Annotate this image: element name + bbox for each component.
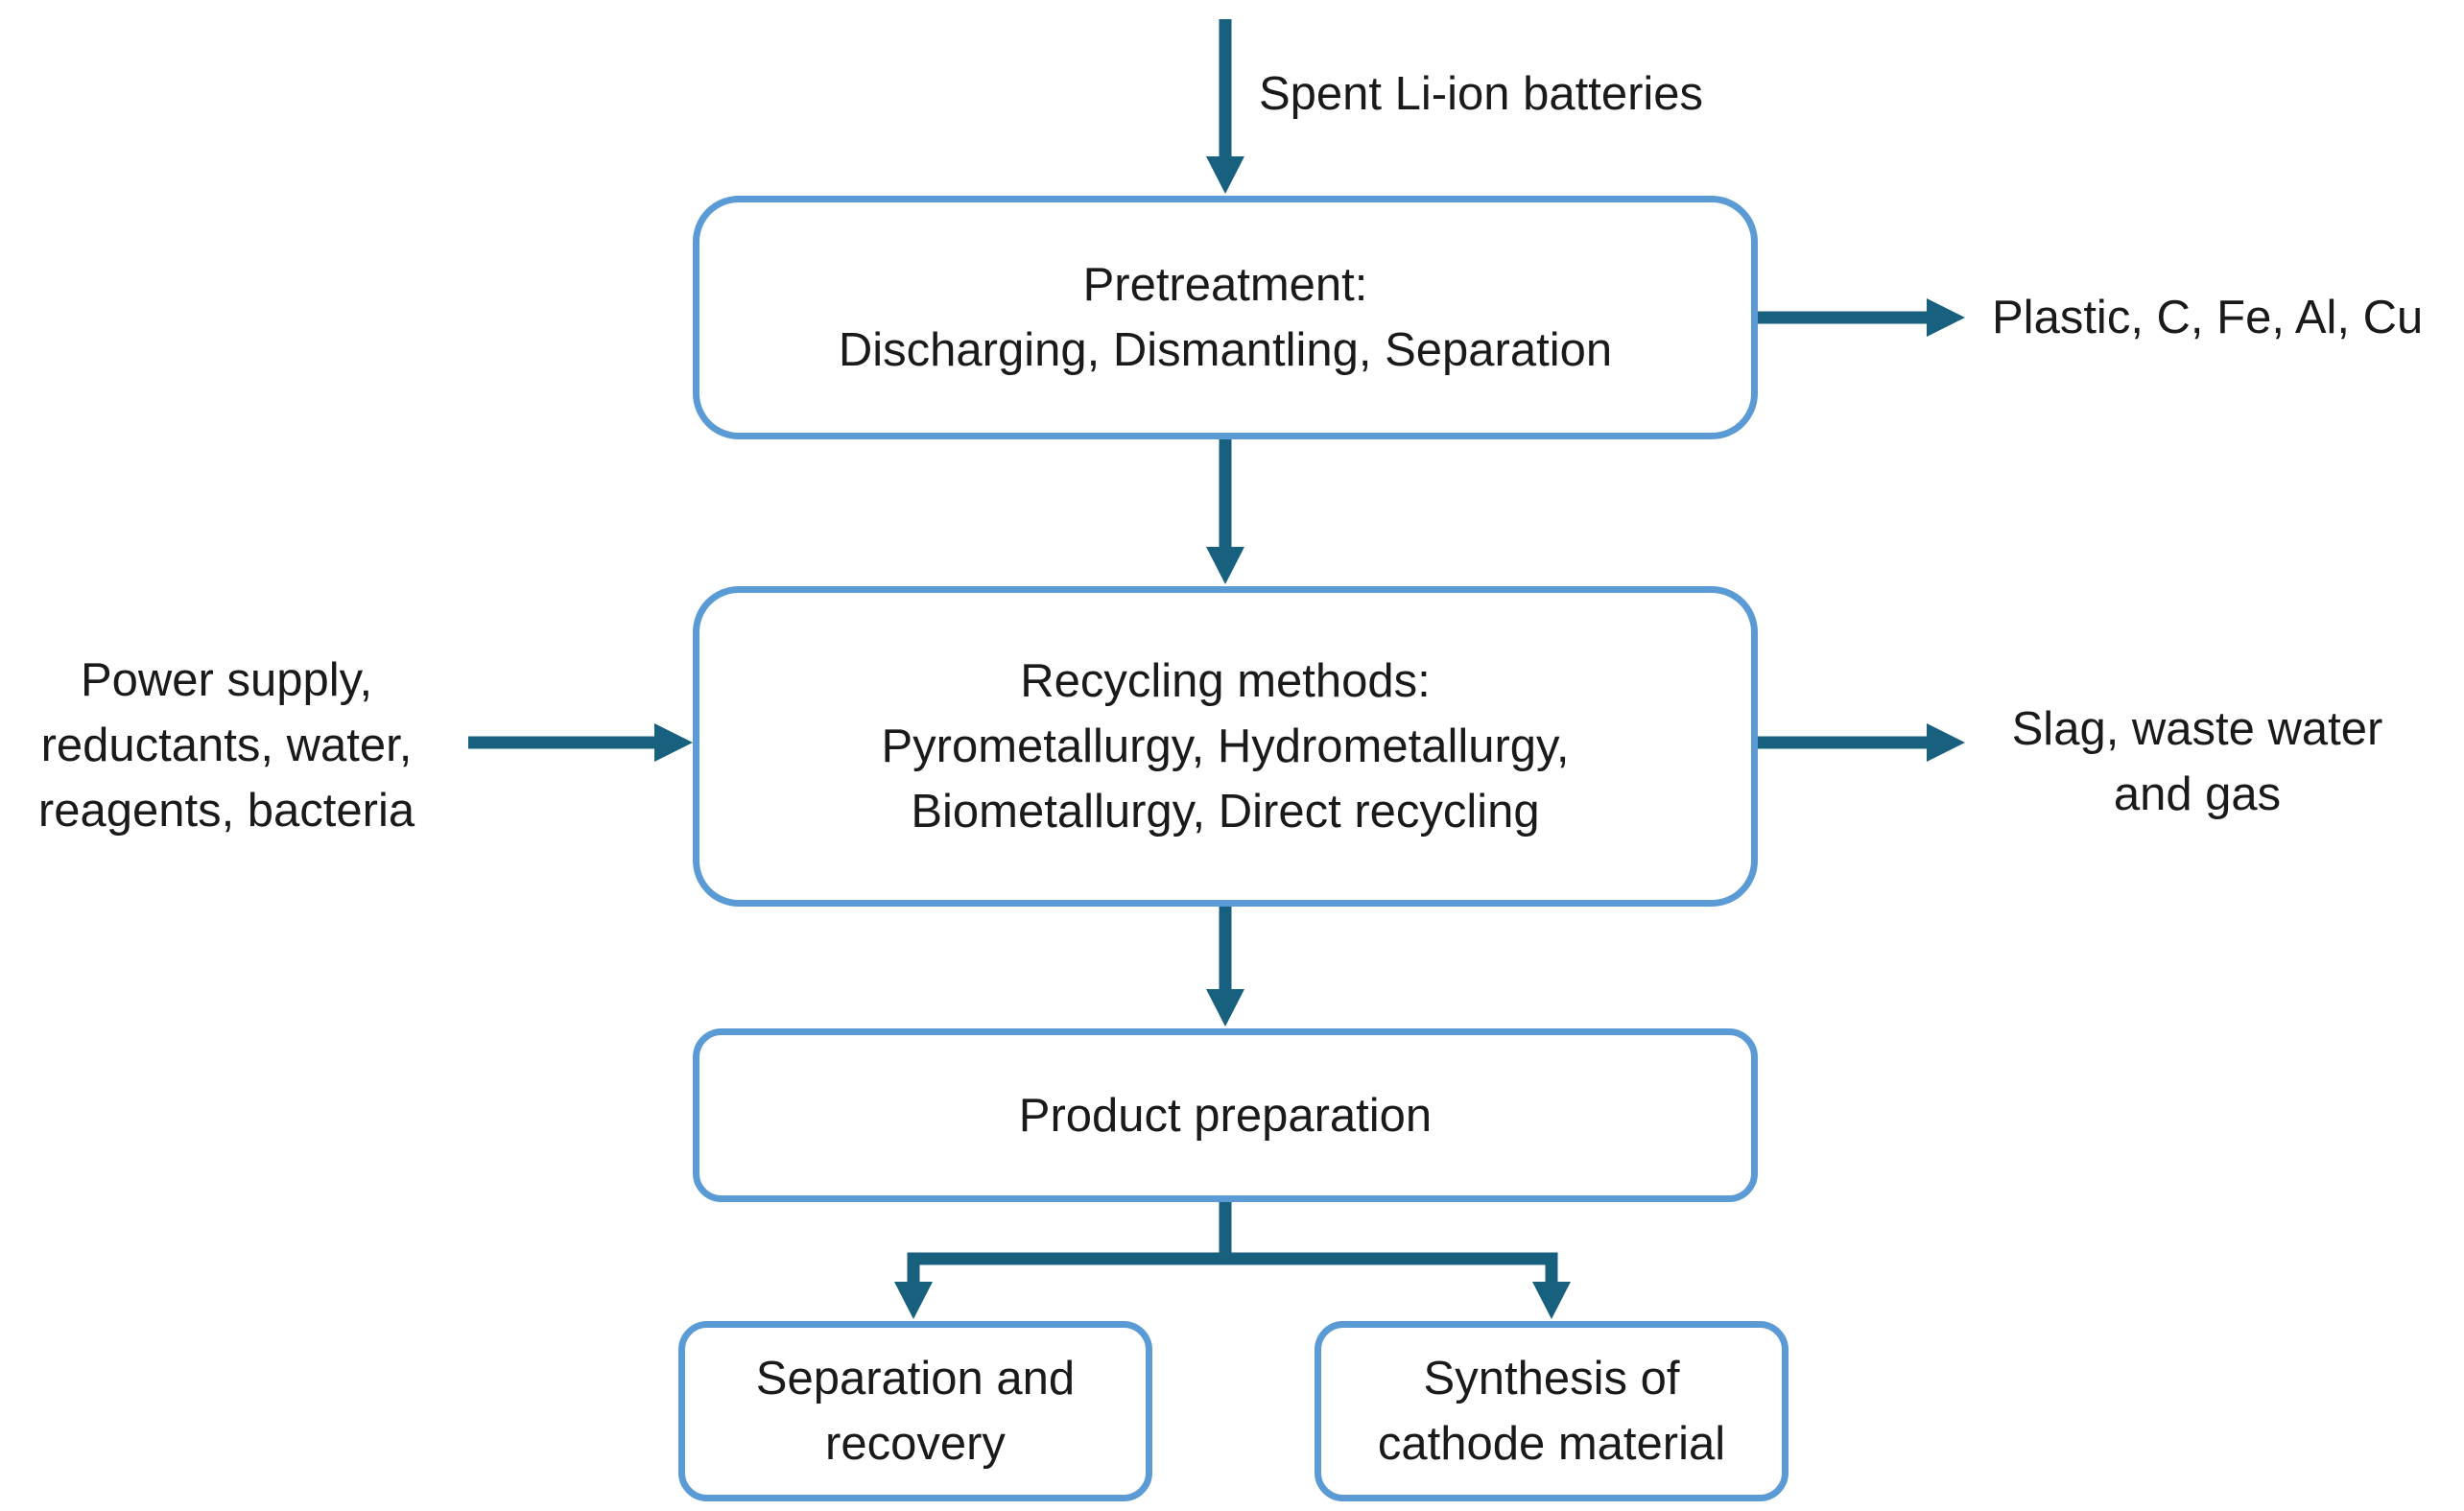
recycling-outputs-line: and gas [2113,768,2282,820]
cathode-synthesis-line: Synthesis of [1423,1353,1680,1405]
arrow-inputs-to-recycling [468,723,693,762]
arrow-pretreatment-to-byproducts [1758,298,1965,337]
arrow-recycling-to-product-preparation [1206,906,1244,1027]
recycling-methods-box: Recycling methods: Pyrometallurgy, Hydro… [693,586,1758,907]
pretreatment-box: Pretreatment: Discharging, Dismantling, … [693,196,1758,439]
product-preparation-box: Product preparation [693,1028,1758,1202]
input-label: Spent Li-ion batteries [1259,68,1704,120]
recycling-inputs-label: Power supply, reductants, water, reagent… [0,648,453,843]
recycling-inputs-line: reagents, bacteria [37,785,415,837]
pretreatment-steps: Discharging, Dismantling, Separation [838,324,1613,376]
arrow-recycling-to-waste [1758,723,1965,762]
recycling-inputs-line: Power supply, [80,654,373,706]
recycling-outputs-label: Slag, waste water and gas [1977,696,2418,827]
recycling-inputs-line: reductants, water, [40,720,413,771]
separation-recovery-line: recovery [825,1418,1006,1470]
recycling-methods-line1: Pyrometallurgy, Hydrometallurgy, [881,720,1570,772]
recycling-outputs-line: Slag, waste water [2011,703,2383,755]
recycling-title: Recycling methods: [1020,655,1431,707]
product-preparation-label: Product preparation [1018,1089,1433,1142]
cathode-synthesis-line: cathode material [1377,1418,1726,1470]
separation-recovery-box: Separation and recovery [678,1321,1152,1501]
recycling-methods-line2: Biometallurgy, Direct recycling [911,786,1540,838]
pretreatment-output-label: Plastic, C, Fe, Al, Cu [1992,292,2424,343]
arrow-input-to-pretreatment [1206,19,1244,194]
separation-recovery-line: Separation and [755,1353,1076,1405]
pretreatment-title: Pretreatment: [1082,259,1368,311]
arrow-product-preparation-split [894,1201,1571,1319]
cathode-synthesis-box: Synthesis of cathode material [1315,1321,1789,1501]
arrow-pretreatment-to-recycling [1206,438,1244,584]
